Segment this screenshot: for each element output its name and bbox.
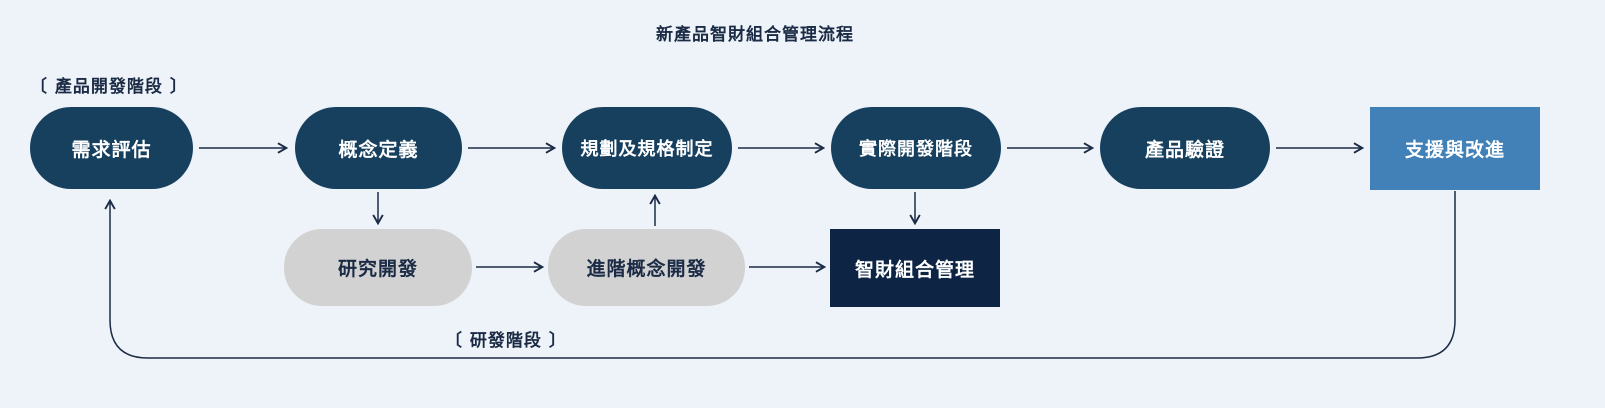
node-research-development: 研究開發 [284,229,472,306]
node-actual-development: 實際開發階段 [831,107,1001,189]
node-advanced-concept: 進階概念開發 [548,229,745,306]
node-support-improvement: 支援與改進 [1370,107,1540,190]
label-product-dev-stage: 〔 產品開發階段 〕 [30,77,188,97]
label-rd-stage: 〔 研發階段 〕 [445,331,567,351]
node-concept-definition: 概念定義 [295,107,462,189]
node-product-validation: 產品驗證 [1100,107,1270,189]
node-need-assessment: 需求評估 [30,107,193,189]
node-ip-portfolio-management: 智財組合管理 [830,229,1000,307]
node-planning-spec: 規劃及規格制定 [562,107,732,189]
page-title: 新產品智財組合管理流程 [656,25,854,45]
